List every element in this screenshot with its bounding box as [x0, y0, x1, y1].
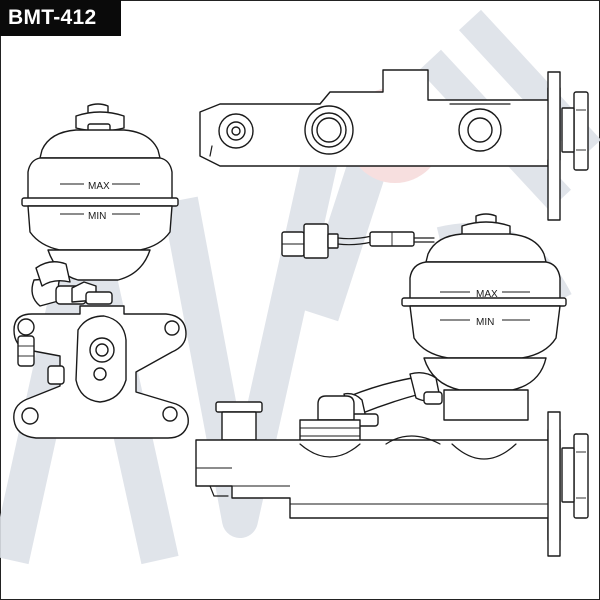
right-boss-fitting: [299, 395, 361, 445]
part-code-label: BMT-412: [0, 0, 121, 36]
right-hose: [343, 371, 443, 427]
left-hose: [31, 261, 113, 307]
left-flange: [13, 305, 189, 439]
left-min-label: MIN: [88, 211, 106, 222]
right-max-label: MAX: [476, 289, 498, 300]
top-view-body: [199, 69, 589, 221]
bottom-view-body: [195, 401, 589, 557]
sensor-connector: [281, 223, 435, 259]
left-reservoir: MAX MIN: [21, 103, 179, 281]
left-max-label: MAX: [88, 181, 110, 192]
right-reservoir: MAX MIN: [401, 213, 567, 421]
right-min-label: MIN: [476, 317, 494, 328]
